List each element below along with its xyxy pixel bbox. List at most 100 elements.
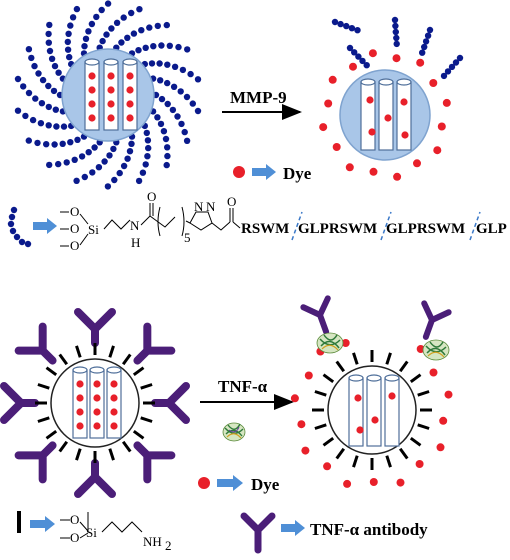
dye-dot bbox=[366, 96, 374, 104]
dye-dot bbox=[110, 408, 118, 416]
svg-text:N: N bbox=[206, 199, 216, 214]
peptide-bead bbox=[46, 21, 53, 29]
dye-dot bbox=[107, 114, 115, 122]
sequence-segment-1: RSWM bbox=[241, 221, 289, 237]
dye-dot bbox=[345, 163, 354, 172]
peptide-bead bbox=[164, 100, 171, 108]
peptide-bead bbox=[143, 129, 150, 137]
dye-dot bbox=[444, 390, 453, 399]
dye-dot bbox=[107, 100, 115, 108]
peptide-bead bbox=[111, 176, 118, 184]
dye-dot bbox=[400, 98, 408, 106]
peptide-bead bbox=[34, 139, 41, 147]
peptide-bead bbox=[392, 28, 399, 36]
svg-text:O: O bbox=[70, 530, 79, 545]
tnf-protein-icon bbox=[222, 422, 246, 442]
peptide-bead bbox=[124, 34, 131, 41]
svg-text:O: O bbox=[70, 221, 79, 236]
dye-dot bbox=[433, 146, 442, 155]
peptide-bead bbox=[128, 140, 135, 147]
peptide-bead bbox=[45, 122, 52, 129]
peptide-bead bbox=[144, 137, 152, 144]
svg-text:5: 5 bbox=[184, 230, 191, 245]
peptide-bead bbox=[160, 128, 168, 135]
peptide-bead bbox=[164, 144, 171, 151]
linker-spoke bbox=[108, 345, 115, 358]
peptide-bead bbox=[106, 152, 113, 159]
dye-dot bbox=[392, 54, 401, 63]
antibody-icon bbox=[240, 512, 276, 554]
peptide-bead bbox=[118, 39, 125, 46]
cleavage-site bbox=[291, 211, 303, 241]
peptide-bead bbox=[169, 106, 177, 114]
antibody-icon bbox=[14, 322, 57, 365]
linker-spoke bbox=[140, 383, 153, 390]
peptide-bead bbox=[82, 35, 90, 42]
svg-text:Si: Si bbox=[88, 222, 99, 237]
svg-text:Si: Si bbox=[86, 525, 97, 540]
linker-spoke bbox=[132, 366, 145, 377]
peptide-bead bbox=[69, 14, 77, 21]
dye-dot bbox=[429, 368, 438, 377]
peptide-bead bbox=[88, 20, 96, 28]
dye-dot bbox=[442, 98, 451, 107]
peptide-bead bbox=[346, 44, 354, 52]
svg-text:H: H bbox=[131, 235, 140, 250]
linker-spoke bbox=[398, 447, 409, 460]
peptide-bead bbox=[422, 38, 430, 45]
peptide-bead bbox=[164, 79, 171, 87]
dye-dot bbox=[323, 462, 332, 471]
peptide-bead bbox=[421, 43, 428, 51]
dye-dot bbox=[76, 380, 84, 388]
dye-dot bbox=[343, 479, 352, 488]
peptide-bead bbox=[139, 169, 147, 176]
peptide-bead bbox=[452, 59, 460, 66]
peptide-bead bbox=[128, 9, 135, 17]
peptide-bead bbox=[24, 240, 32, 248]
dye-dot bbox=[93, 408, 101, 416]
peptide-bead bbox=[67, 22, 74, 29]
peptide-bead bbox=[120, 162, 128, 170]
dye-dot bbox=[107, 72, 115, 80]
linker-spoke bbox=[121, 353, 132, 366]
legend-dye-bottom: Dye bbox=[198, 475, 280, 494]
linker-spoke bbox=[37, 383, 50, 390]
mmp9-label: MMP-9 bbox=[230, 88, 287, 107]
dye-dot bbox=[354, 394, 362, 402]
peptide-bead bbox=[135, 177, 143, 185]
peptide-bead bbox=[154, 22, 161, 30]
peptide-bead bbox=[158, 95, 166, 103]
peptide-bead bbox=[393, 34, 400, 42]
peptide-bead bbox=[52, 106, 59, 113]
peptide-bead bbox=[64, 46, 72, 53]
loaded-dye-dots bbox=[88, 72, 134, 122]
peptide-bead bbox=[60, 123, 68, 130]
linker-spoke bbox=[140, 416, 153, 423]
dye-dot bbox=[126, 72, 134, 80]
antibody-capped-nanoparticle bbox=[0, 308, 190, 498]
peptide-bead bbox=[194, 107, 202, 115]
dye-dot bbox=[416, 58, 425, 67]
dye-dot bbox=[371, 416, 379, 424]
peptide-bead bbox=[363, 61, 370, 69]
peptide-bead bbox=[48, 55, 56, 62]
peptide-bead bbox=[426, 26, 434, 34]
dye-dot bbox=[88, 86, 96, 94]
dye-dot bbox=[349, 62, 357, 71]
peptide-bead bbox=[392, 22, 399, 30]
peptide-bead bbox=[45, 103, 52, 111]
dye-dot bbox=[413, 159, 421, 168]
linker-spoke bbox=[58, 440, 69, 453]
peptide-bead bbox=[113, 19, 121, 26]
legend-dye-label: Dye bbox=[283, 164, 312, 183]
linker-bar-icon bbox=[17, 511, 21, 533]
peptide-bead bbox=[120, 14, 127, 21]
linker-spoke bbox=[352, 455, 359, 468]
peptide-bead bbox=[157, 77, 164, 84]
peptide-bead bbox=[35, 70, 42, 77]
peptide-bead bbox=[148, 60, 156, 67]
peptide-bead bbox=[91, 144, 98, 151]
peptide-bead bbox=[164, 152, 171, 160]
linker-spoke bbox=[75, 345, 82, 358]
dye-dot bbox=[297, 420, 306, 429]
